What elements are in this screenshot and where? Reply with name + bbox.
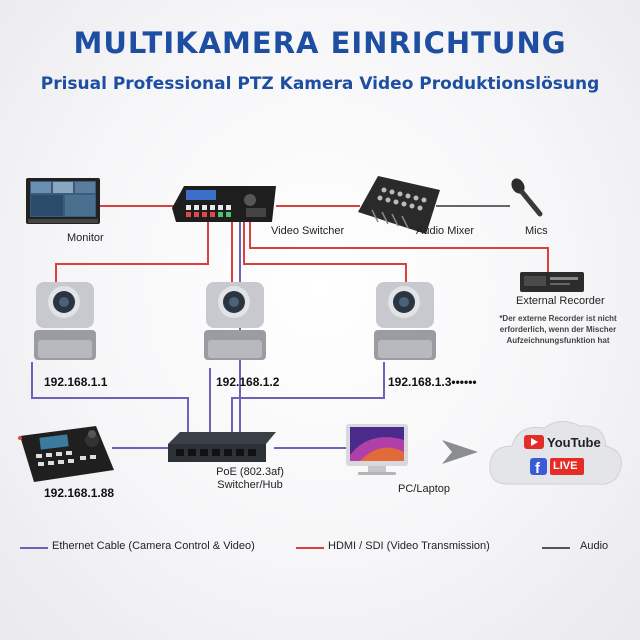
ptz-controller-device	[18, 426, 114, 482]
poe-switch-label: PoE (802.3af) Switcher/Hub	[205, 466, 295, 492]
pc-label: PC/Laptop	[398, 483, 450, 495]
poe-switch-label-line2: Switcher/Hub	[217, 479, 283, 491]
camera-3-ip: 192.168.1.3••••••	[388, 375, 477, 389]
pc-device	[346, 424, 408, 475]
hdmi-connections	[55, 205, 549, 292]
monitor-device	[26, 178, 100, 224]
recorder-note: *Der externe Recorder ist nicht erforder…	[499, 314, 617, 345]
mics-label: Mics	[525, 225, 548, 237]
legend-ethernet-line	[20, 547, 48, 549]
controller-ip: 192.168.1.88	[44, 486, 115, 500]
ptz-camera-2	[204, 282, 266, 360]
legend-audio-line	[542, 547, 570, 549]
legend-hdmi-line	[296, 547, 324, 549]
page-title: MULTIKAMERA EINRICHTUNG	[73, 26, 567, 60]
cloud-icon	[489, 421, 622, 485]
legend-ethernet-label: Ethernet Cable (Camera Control & Video)	[52, 540, 255, 552]
legend-hdmi-label: HDMI / SDI (Video Transmission)	[328, 540, 490, 552]
camera-1-ip: 192.168.1.1	[44, 375, 108, 389]
legend-audio-label: Audio	[580, 540, 609, 552]
audio-mixer-label: Audio Mixer	[416, 225, 475, 237]
camera-2-ip: 192.168.1.2	[216, 375, 280, 389]
microphone-icon	[511, 178, 543, 217]
youtube-icon	[524, 435, 544, 449]
poe-switch-device	[168, 432, 276, 462]
external-recorder-device	[520, 272, 584, 292]
ethernet-connections	[31, 222, 385, 449]
page-subtitle: Prisual Professional PTZ Kamera Video Pr…	[40, 74, 600, 94]
poe-switch-label-line1: PoE (802.3af)	[216, 466, 284, 478]
youtube-label: YouTube	[547, 435, 601, 450]
live-badge-bg	[550, 458, 584, 475]
ptz-camera-1	[34, 282, 96, 360]
video-switcher-device	[172, 186, 276, 222]
external-recorder-label: External Recorder	[516, 295, 605, 307]
ptz-camera-3	[374, 282, 436, 360]
facebook-live-label: LIVE	[553, 460, 578, 472]
svg-text:f: f	[535, 460, 541, 477]
monitor-label: Monitor	[67, 232, 104, 244]
facebook-icon: f	[530, 458, 547, 477]
audio-mixer-device	[358, 176, 440, 234]
arrow-icon	[442, 440, 478, 464]
video-switcher-label: Video Switcher	[271, 225, 345, 237]
